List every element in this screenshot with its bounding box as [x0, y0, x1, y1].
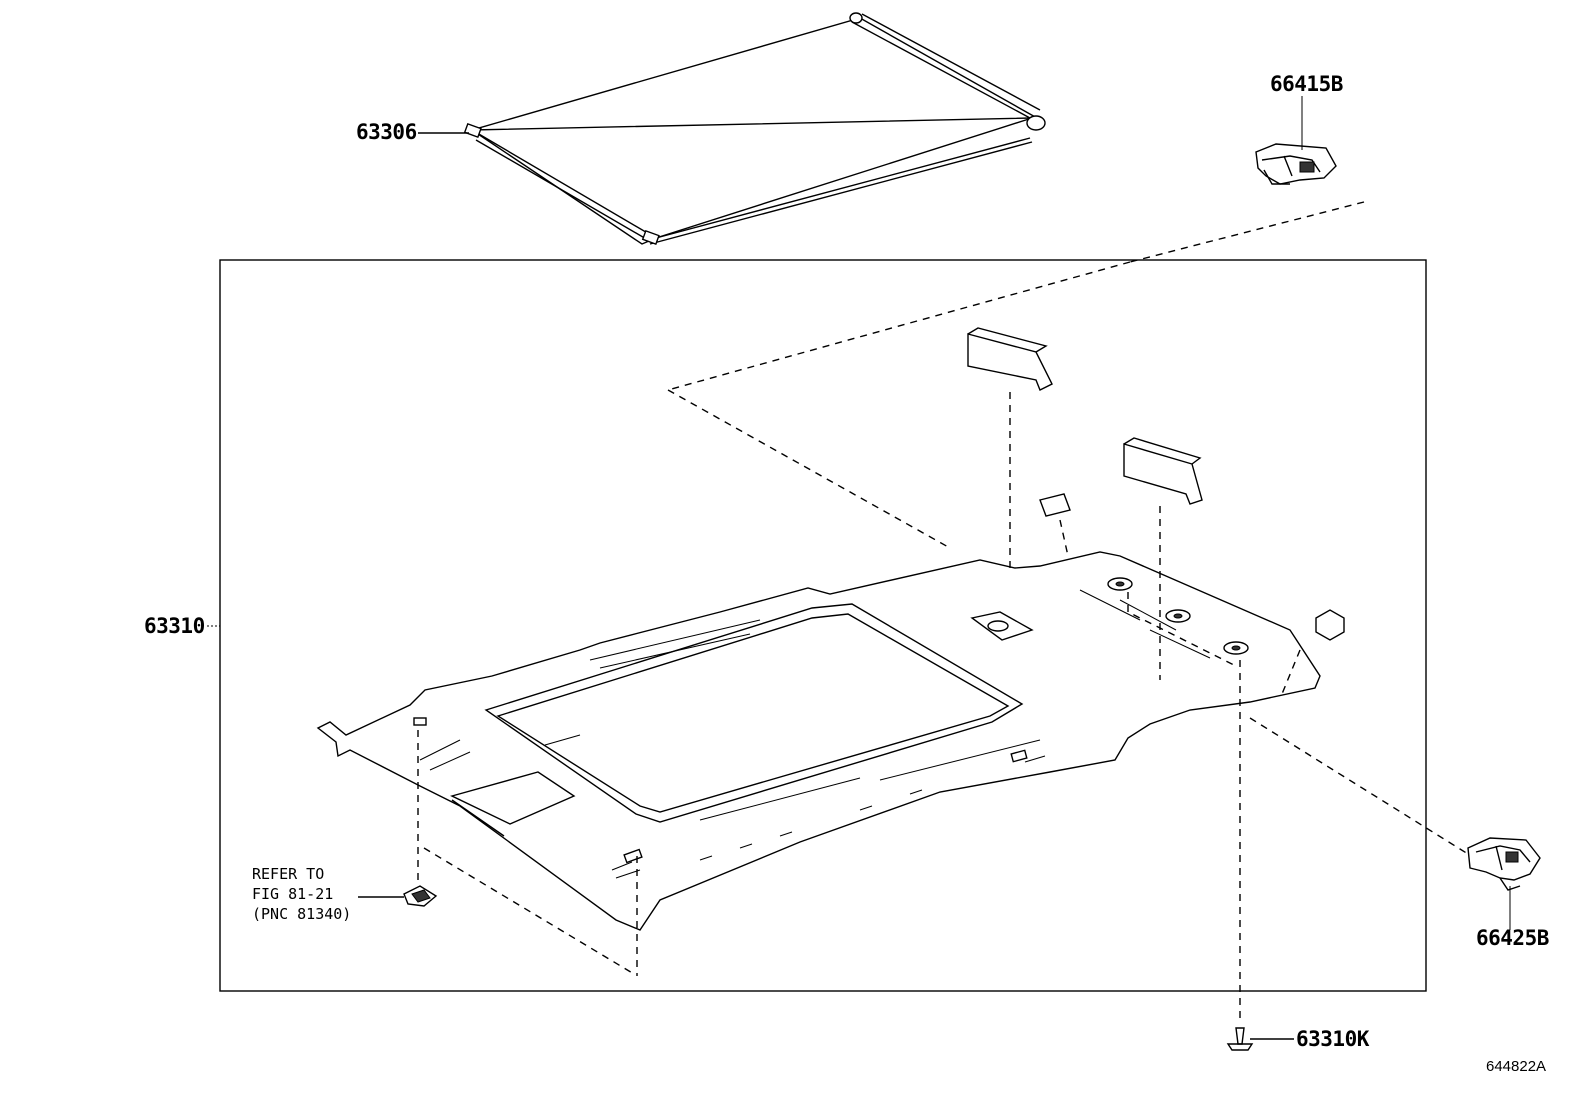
roof-shade-63306 [463, 12, 1046, 245]
assist-clip-right [1123, 443, 1203, 505]
pad-hex [1315, 609, 1345, 641]
holder-66425b [1467, 837, 1541, 891]
label-63310: 63310 [144, 614, 205, 638]
note-line-3: (PNC 81340) [252, 905, 352, 923]
holder-66415b [1255, 143, 1337, 185]
label-63306: 63306 [356, 120, 417, 144]
label-66425b: 66425B [1476, 926, 1549, 950]
label-63310k: 63310K [1296, 1027, 1369, 1051]
note-refer-to: REFER TO FIG 81-21 (PNC 81340) [252, 864, 351, 924]
note-line-2: FIG 81-21 [252, 885, 334, 903]
headliner-63310 [316, 551, 1321, 931]
drawing-code: 644822A [1486, 1058, 1547, 1075]
label-66415b: 66415B [1270, 72, 1343, 96]
clip-pnc-81340 [403, 885, 438, 907]
note-line-1: REFER TO [252, 865, 325, 883]
pad-square [1039, 493, 1071, 517]
clip-63310k [1226, 1027, 1254, 1051]
assist-clip-left [967, 333, 1053, 391]
